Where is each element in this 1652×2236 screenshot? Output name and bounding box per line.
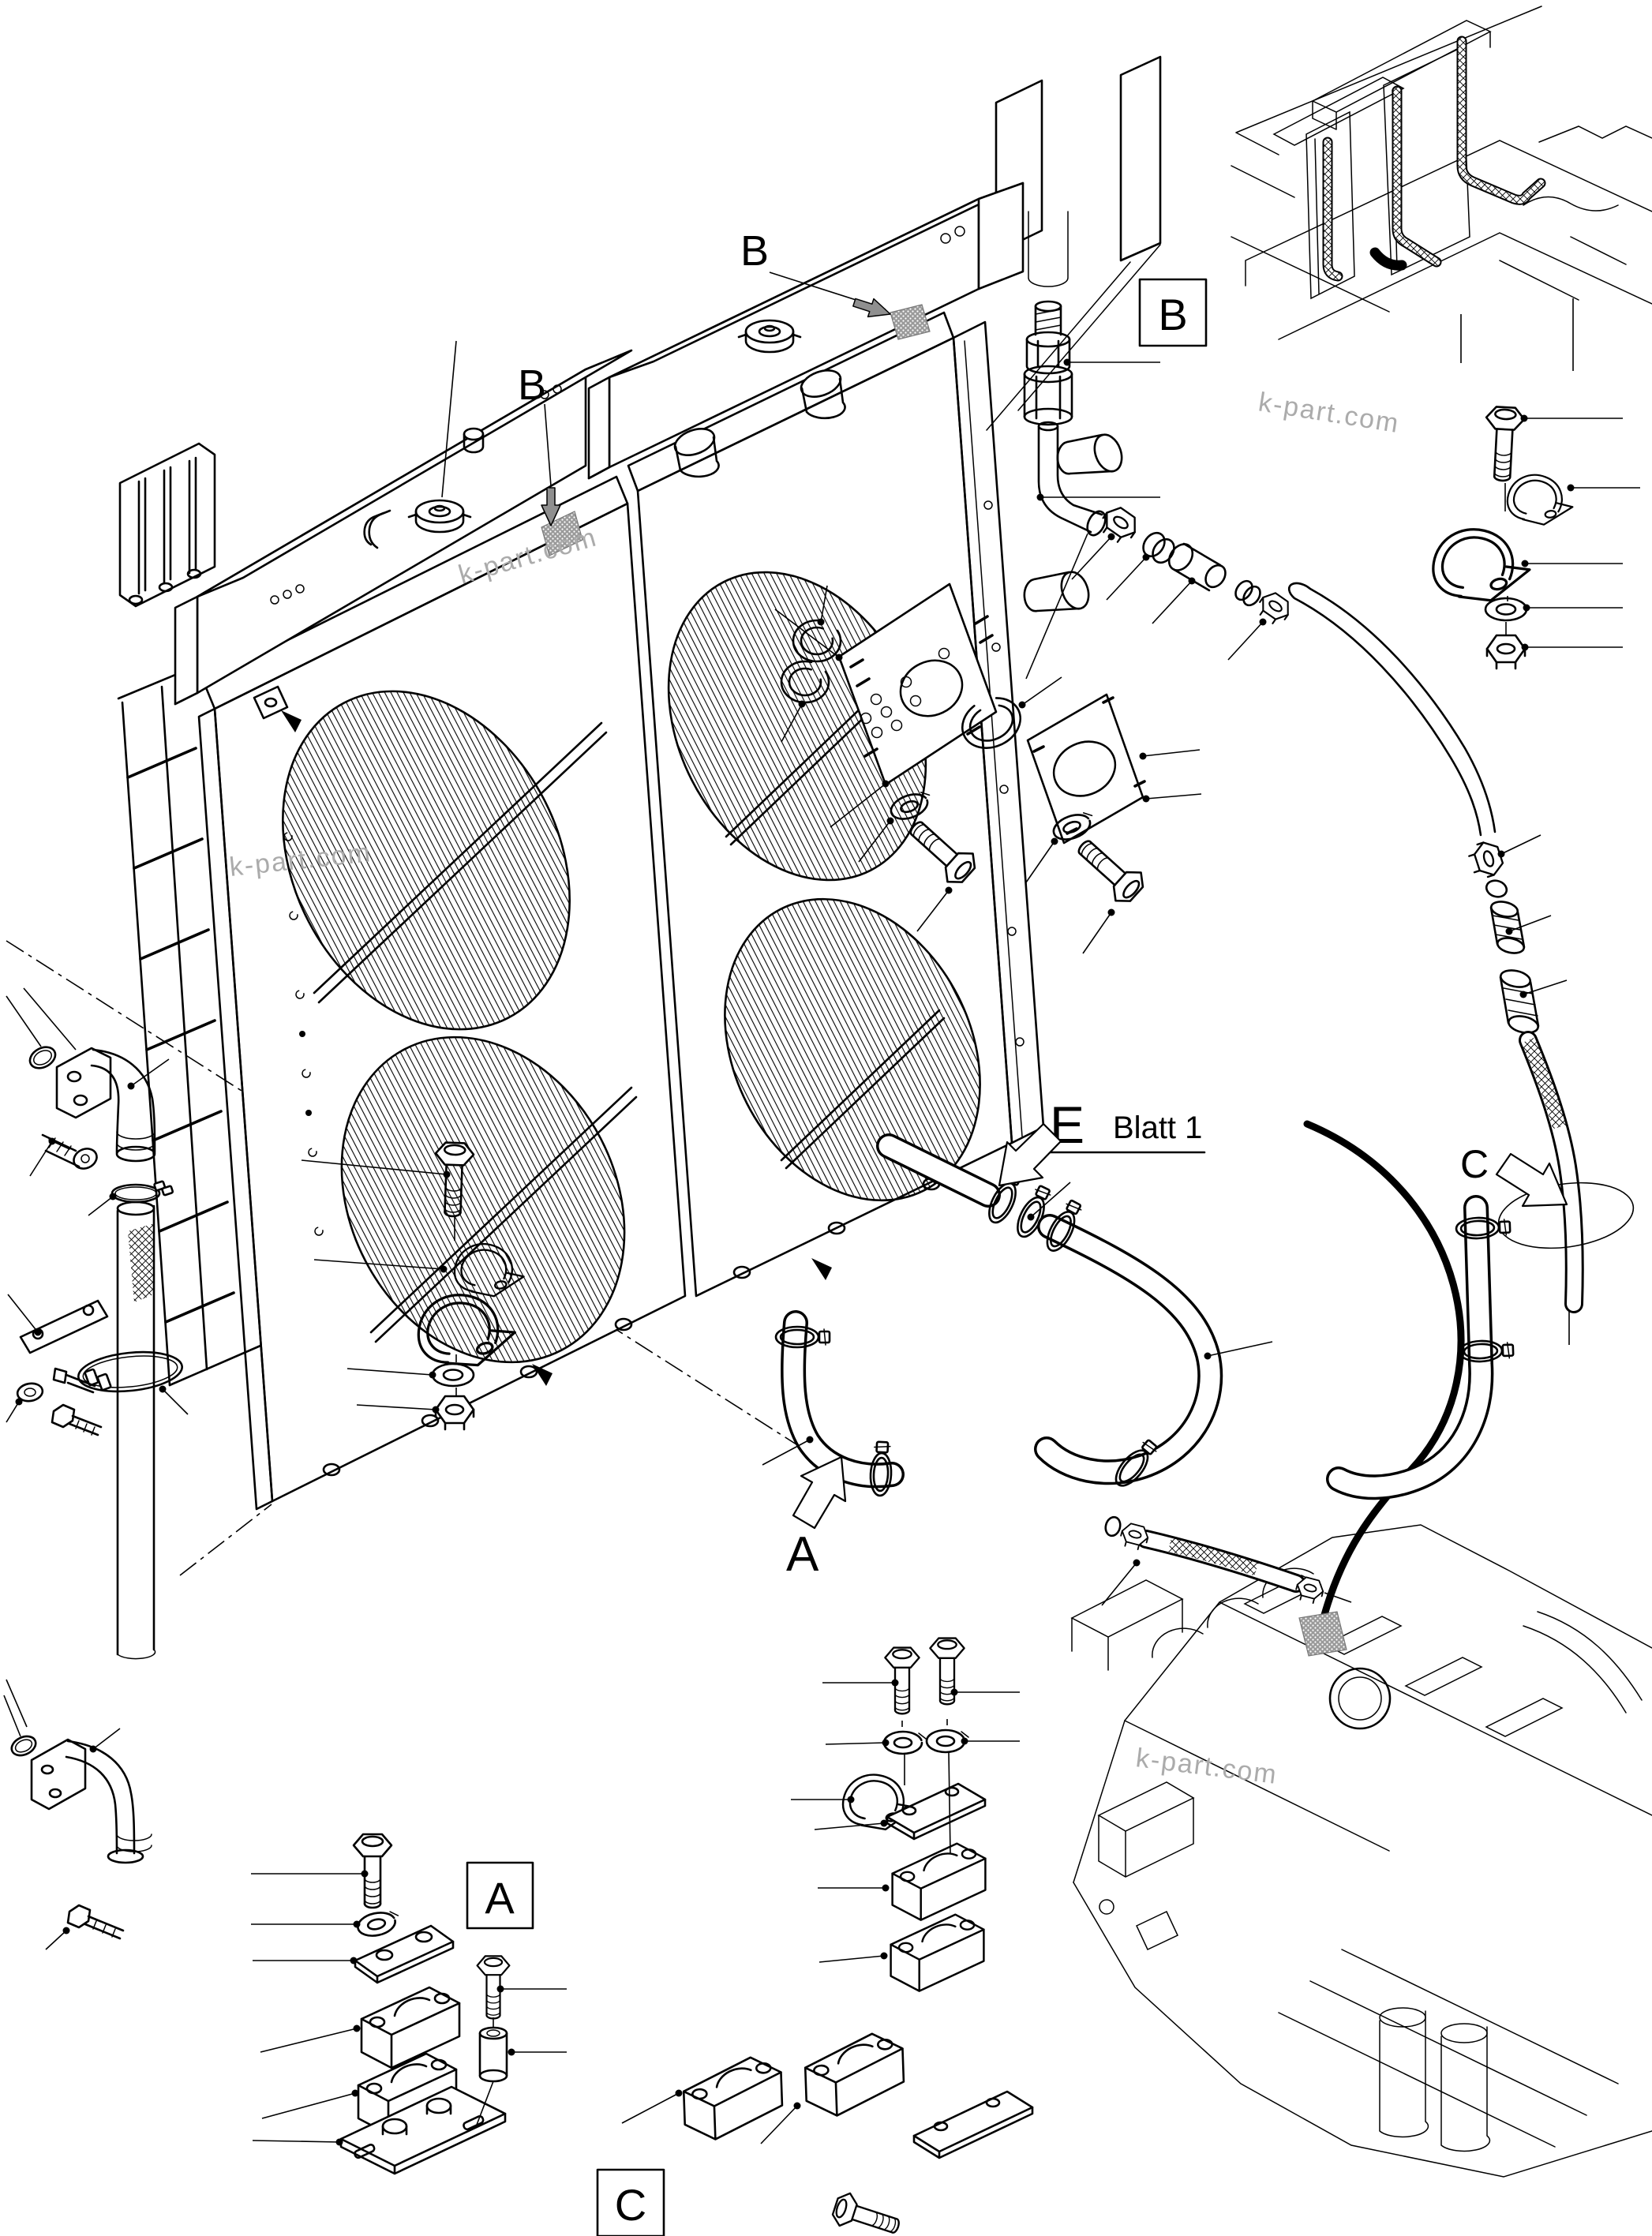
spring-washer [354, 1907, 403, 1940]
left-radiator-panel [197, 475, 687, 1511]
adapter-plate-cluster [774, 582, 1202, 954]
small-fitting [463, 427, 485, 454]
t-bolt-clamp [52, 1350, 183, 1394]
threaded-adapter [1489, 901, 1526, 954]
left-lower-elbow [3, 1679, 152, 1950]
threaded-union [1499, 969, 1540, 1034]
left-pipe-assembly [6, 987, 189, 1660]
hex-bolt [352, 1833, 393, 1909]
side-frame-ladder [117, 657, 262, 1387]
front-radiator-tank [587, 182, 1025, 480]
hex-bolt [929, 1637, 965, 1706]
detail-box-b [1138, 278, 1208, 347]
label-b-top: B [740, 227, 769, 275]
pointer-patch-engine [1298, 1611, 1347, 1657]
hollow-arrow-e [998, 1122, 1062, 1187]
detail-b-fitting-chain [1023, 211, 1635, 1345]
left-panel-feet [322, 1317, 633, 1477]
fan-opening-right-lower [724, 897, 981, 1202]
clamp-half-lower [890, 1913, 985, 1992]
machine-overview-inset [1231, 6, 1652, 340]
hex-bolt [1068, 830, 1151, 909]
hex-bolt [829, 2189, 905, 2236]
flat-washer [1484, 597, 1528, 622]
label-e-sheet: Blatt 1 [1113, 1111, 1202, 1145]
split-ring [961, 697, 1021, 749]
oil-filters [1379, 2007, 1491, 2152]
p-clamp-large [1423, 515, 1536, 615]
rocker-covers [1243, 1575, 1564, 1737]
rear-radiator-tank [174, 340, 633, 706]
hex-bolt [884, 1646, 920, 1715]
routing-cable [1303, 1120, 1465, 1619]
mid-clamp-stack [301, 1140, 527, 1431]
right-radiator-panel [627, 311, 1123, 1298]
callout-labels: B B B E Blatt 1 A A C C [466, 227, 1568, 2236]
clamp-half-upper [360, 1986, 461, 2069]
detail-box-a-letter: A [485, 1873, 515, 1923]
edge-clips [283, 832, 324, 1236]
detail-box-a [466, 1861, 534, 1930]
o-ring [28, 1046, 57, 1069]
gray-pointer-arrow-front [852, 298, 891, 318]
mount-pad-top [253, 685, 302, 732]
watermark-engine: k-part.com [1134, 1743, 1279, 1790]
hex-nut [1485, 634, 1527, 670]
pipe-flange [55, 1047, 112, 1119]
clamp-top-plate [354, 1924, 455, 1984]
vent-tube [363, 509, 391, 549]
hex-bolt-small [51, 1403, 103, 1436]
radiator-pipe-stubs [673, 369, 1123, 612]
spring-washer [882, 1730, 927, 1755]
clamp-base-plate [339, 2085, 507, 2175]
cover-plate [837, 582, 998, 786]
washer [16, 1382, 44, 1403]
detail-box-c [596, 2168, 665, 2236]
right-clamp-stack [1423, 298, 1640, 670]
hose-fitting [1167, 543, 1194, 571]
mount-strap [19, 1299, 109, 1354]
hex-nut [1465, 837, 1507, 882]
gray-pointer-arrow-rear [541, 487, 561, 526]
p-clamp-small [1503, 469, 1575, 530]
detail-box-c-letter: C [615, 2180, 646, 2230]
detail-a-hardware [251, 1833, 567, 2175]
detail-box-b-letter: B [1158, 290, 1187, 339]
label-a: A [786, 1527, 819, 1582]
fan-opening-left-upper [282, 690, 571, 1031]
watermark-detail-b: k-part.com [1257, 387, 1402, 439]
steel-tube [1287, 582, 1497, 837]
hose-assembly [762, 1133, 1515, 1606]
pipe-clamp-ring [111, 1180, 174, 1204]
socket-bolt [41, 1133, 98, 1170]
spacer-plate [886, 1782, 987, 1841]
o-ring [10, 1735, 37, 1757]
pipe-flange [30, 1738, 87, 1811]
gasket-plate [1026, 693, 1144, 845]
hollow-arrow-c [1495, 1152, 1568, 1208]
spacer-bush [478, 2026, 508, 2083]
fan-opening-left-lower [340, 1036, 626, 1364]
clamp-half [803, 2032, 906, 2118]
hex-bolt [1482, 405, 1527, 483]
hollow-arrow-a [792, 1455, 847, 1530]
clamp-half-upper [891, 1842, 987, 1921]
pointer-patch-front-tank [890, 304, 931, 340]
hex-nut [434, 1395, 475, 1431]
tank-end-louver-box [118, 442, 216, 608]
clamp-half [681, 2055, 785, 2142]
hex-bolt [476, 1955, 511, 2020]
hex-bolt-small [66, 1904, 125, 1940]
label-b-left: B [518, 361, 546, 409]
clamp-plate [912, 2090, 1034, 2159]
label-c: C [1460, 1142, 1489, 1186]
engine [1070, 1524, 1652, 2178]
highlighted-hoses [1322, 36, 1546, 282]
detail-c-hardware [621, 1637, 1034, 2236]
vertical-pipe [116, 1200, 156, 1660]
